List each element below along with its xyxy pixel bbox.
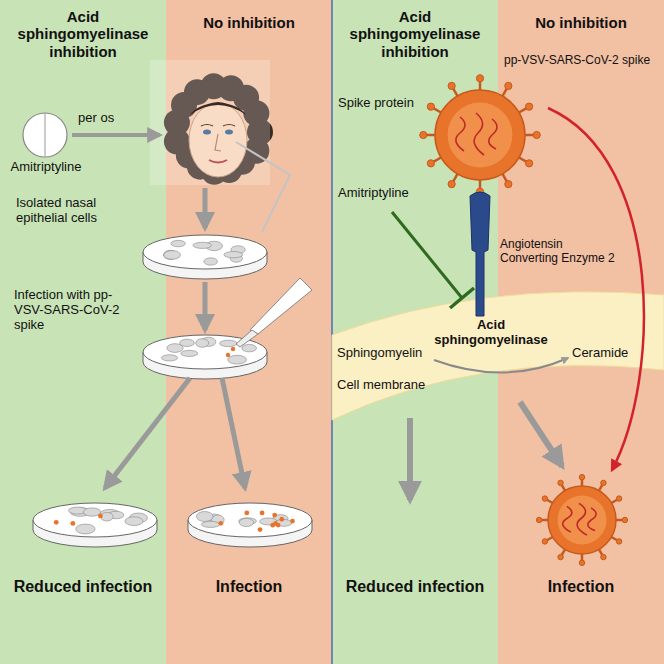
- pill: [23, 113, 67, 157]
- inhibition-bar: [450, 288, 474, 308]
- petri-dish: [143, 235, 267, 279]
- petri-dish: [188, 503, 312, 547]
- annotation-label: Cell membrane: [337, 378, 437, 393]
- virus: [536, 474, 627, 565]
- panel-heading: No inhibition: [174, 14, 324, 31]
- process-arrow: [222, 378, 245, 488]
- swab-line: [236, 142, 290, 232]
- annotation-label: Spike protein: [338, 96, 420, 111]
- panel-band: No inhibition: [166, 0, 332, 664]
- divider: [331, 0, 333, 664]
- pipette: [226, 278, 312, 357]
- annotation-label: Ceramide: [572, 346, 640, 361]
- process-arrow: [105, 378, 190, 488]
- process-arrow: [520, 402, 562, 466]
- inhibition-line: [392, 212, 462, 298]
- panel-band: Acid sphingomyelinase inhibition: [0, 0, 166, 664]
- process-arrow: [407, 418, 413, 500]
- process-arrow: [203, 188, 208, 228]
- outcome-label: Reduced infection: [335, 578, 495, 596]
- outcome-label: Reduced infection: [3, 578, 163, 596]
- annotation-label: Sphingomyelin: [337, 346, 433, 361]
- per-os-arrow: [72, 133, 160, 137]
- annotation-label: Isolated nasal epithelial cells: [16, 196, 138, 226]
- outcome-label: Infection: [169, 578, 329, 596]
- green-band: [0, 0, 166, 664]
- annotation-label: Amitriptyline: [0, 160, 92, 175]
- process-arrow: [203, 282, 208, 330]
- panel-heading: Acid sphingomyelinase inhibition: [8, 8, 158, 60]
- outcome-label: Infection: [501, 578, 661, 596]
- annotation-label: per os: [78, 111, 148, 126]
- annotation-label: Angiotensin Converting Enzyme 2: [500, 238, 622, 266]
- annotation-label: Infection with pp-VSV-SARS-CoV-2 spike: [14, 288, 140, 333]
- petri-dish: [33, 503, 157, 547]
- conversion-arrow: [434, 358, 568, 373]
- panel-heading: No inhibition: [506, 14, 656, 31]
- cell-membrane: [332, 292, 664, 420]
- panel-heading: Acid sphingomyelinase inhibition: [340, 8, 490, 60]
- petri-dish: [143, 335, 267, 379]
- ace2-receptor: [470, 192, 490, 316]
- annotation-label: Amitriptyline: [338, 186, 438, 201]
- virus: [420, 75, 541, 196]
- patient-figure: [150, 60, 273, 185]
- annotation-label: pp-VSV-SARS-CoV-2 spike: [504, 54, 660, 68]
- annotation-label: Acid sphingomyelinase: [428, 318, 554, 348]
- infection-arrow: [548, 108, 644, 470]
